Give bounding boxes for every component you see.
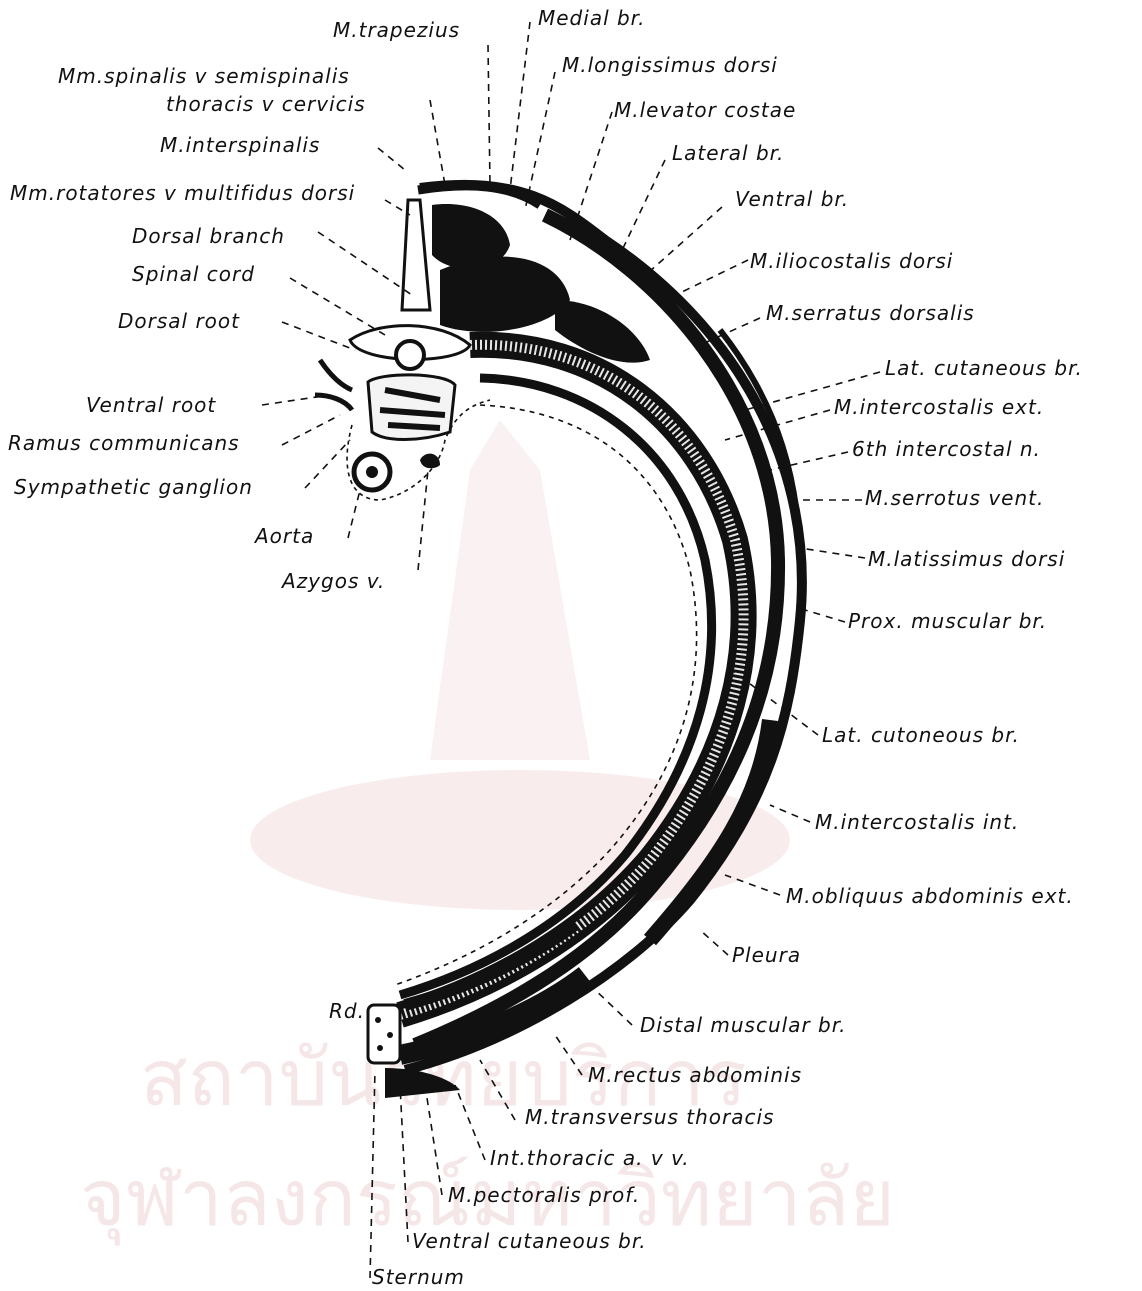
label-azygos-v: Azygos v. — [280, 569, 385, 593]
label-ramus-communicans: Ramus communicans — [8, 431, 240, 455]
label-m-latissimus-dorsi: M.latissimus dorsi — [868, 547, 1065, 571]
label-m-trapezius: M.trapezius — [333, 18, 460, 42]
label-m-intercostalis-ext: M.intercostalis ext. — [834, 395, 1044, 419]
label-mm-spinalis-line2: thoracis v cervicis — [166, 92, 366, 116]
azygos — [420, 454, 440, 469]
label-m-obliquus: M.obliquus abdominis ext. — [786, 884, 1074, 908]
label-medial-br: Medial br. — [538, 6, 645, 30]
label-int-thoracic: Int.thoracic a. v v. — [490, 1146, 690, 1170]
label-prox-muscular-br: Prox. muscular br. — [848, 609, 1047, 633]
label-m-transversus-thoracis: M.transversus thoracis — [525, 1105, 774, 1129]
label-lat-cutaneous-br-1: Lat. cutaneous br. — [885, 356, 1083, 380]
label-m-intercostalis-int: M.intercostalis int. — [815, 810, 1019, 834]
nerve-roots — [315, 360, 352, 410]
iliocostalis-mass — [440, 257, 570, 332]
label-sternum: Sternum — [372, 1265, 465, 1289]
label-m-pectoralis-prof: M.pectoralis prof. — [448, 1183, 640, 1207]
label-m-serratus-dorsalis: M.serratus dorsalis — [766, 301, 975, 325]
watermark-emblem-spire — [430, 420, 590, 760]
label-ventral-br: Ventral br. — [735, 187, 849, 211]
label-corner-mark: Rd. — [329, 999, 365, 1023]
label-spinal-cord: Spinal cord — [132, 262, 255, 286]
label-dorsal-branch: Dorsal branch — [132, 224, 285, 248]
label-pleura: Pleura — [732, 943, 801, 967]
label-mm-rotatores: Mm.rotatores v multifidus dorsi — [10, 181, 355, 205]
label-m-iliocostalis-dorsi: M.iliocostalis dorsi — [750, 249, 953, 273]
label-6th-intercostal-n: 6th intercostal n. — [852, 437, 1041, 461]
label-m-rectus-abdominis: M.rectus abdominis — [588, 1063, 802, 1087]
label-sympathetic-ganglion: Sympathetic ganglion — [14, 475, 253, 499]
label-distal-muscular-br: Distal muscular br. — [640, 1013, 846, 1037]
label-m-levator-costae: M.levator costae — [614, 98, 796, 122]
label-ventral-root: Ventral root — [86, 393, 216, 417]
spinal-cord-circle — [396, 341, 424, 369]
label-lat-cutaneous-br-2: Lat. cutoneous br. — [822, 723, 1020, 747]
label-dorsal-root: Dorsal root — [118, 309, 240, 333]
label-aorta: Aorta — [253, 524, 314, 548]
label-m-longissimus-dorsi: M.longissimus dorsi — [562, 53, 778, 77]
label-ventral-cutaneous-br: Ventral cutaneous br. — [412, 1229, 647, 1253]
label-m-serratus-vent: M.serrotus vent. — [865, 486, 1044, 510]
label-mm-spinalis-line1: Mm.spinalis v semispinalis — [58, 64, 350, 88]
label-lateral-br: Lateral br. — [672, 141, 784, 165]
label-m-interspinalis: M.interspinalis — [160, 133, 320, 157]
